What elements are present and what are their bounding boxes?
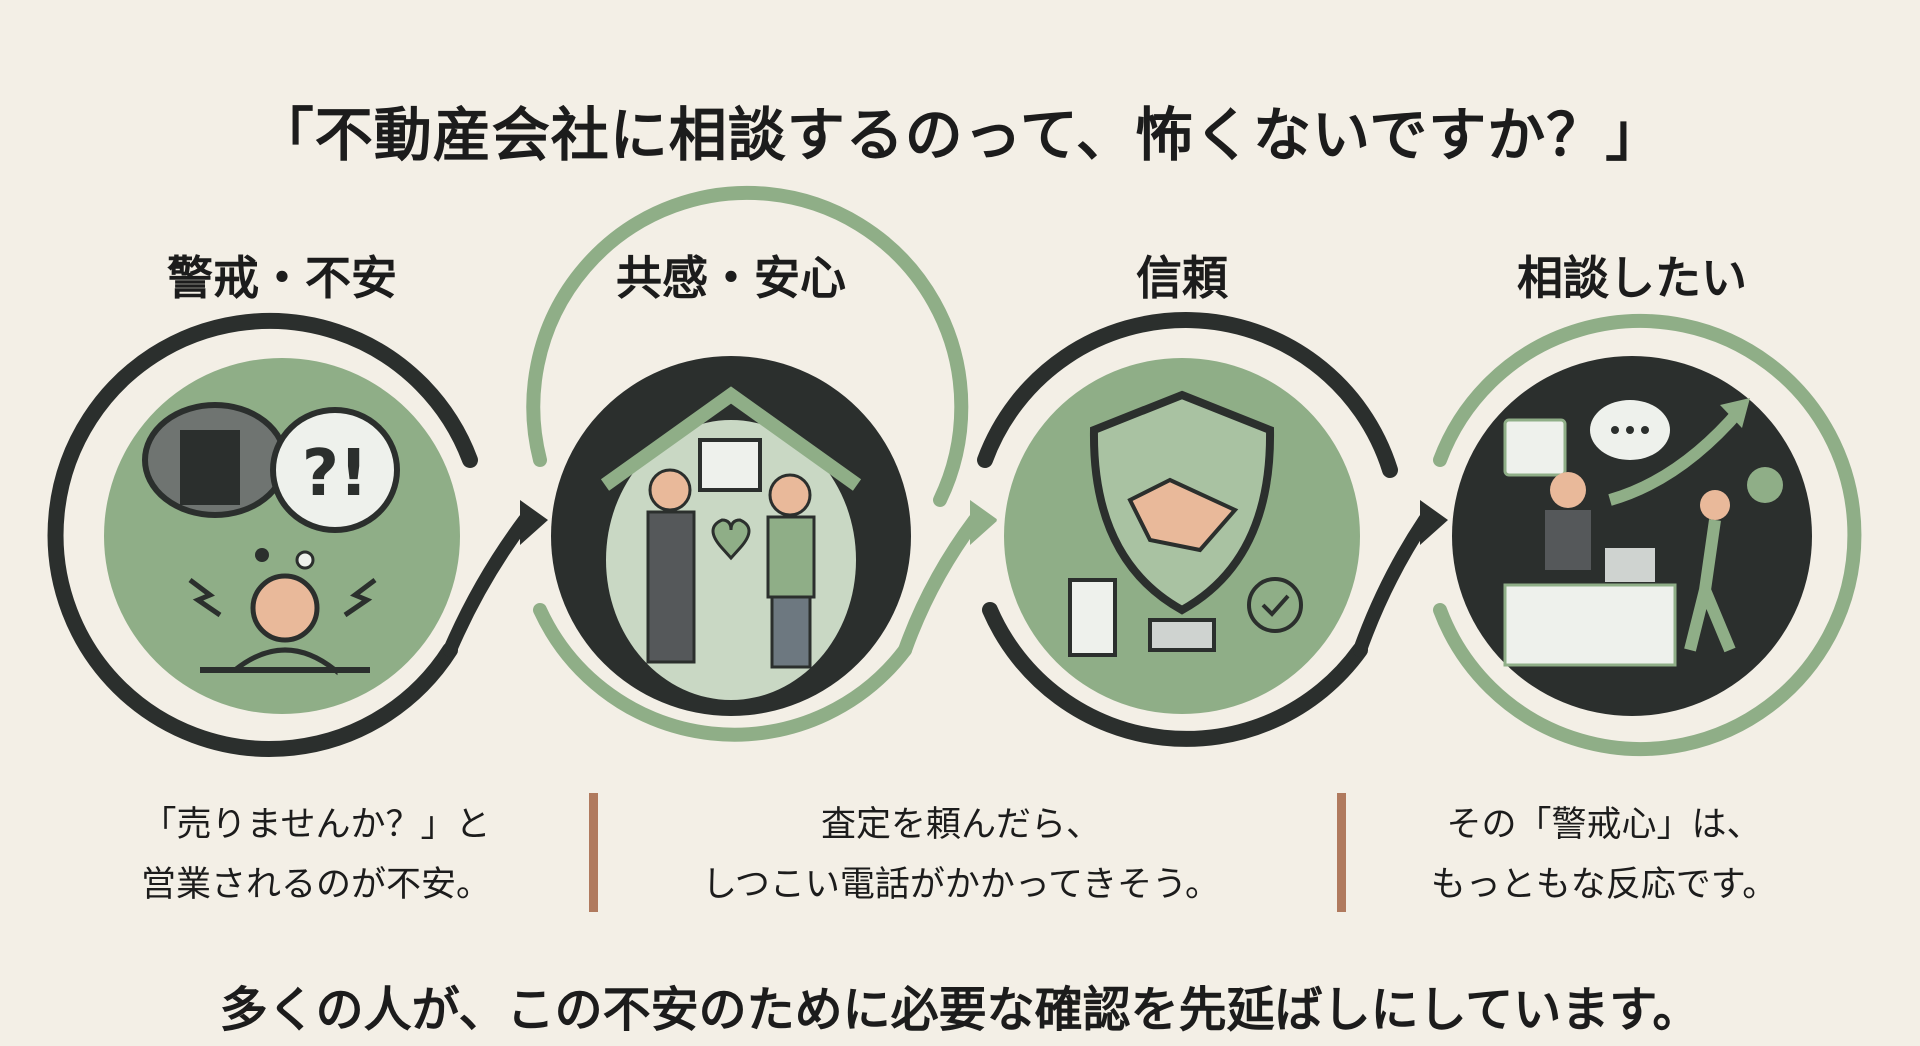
thought-text: ?! — [302, 437, 368, 511]
caption-caution-natural: その「警戒心」は、 もっともな反応です。 — [1324, 795, 1884, 915]
stage-heading-caution: 警戒・不安 — [167, 251, 397, 305]
ring-4 — [1433, 314, 1862, 756]
stage-heading-trust: 信頼 — [1136, 251, 1228, 305]
arrow-2-icon — [970, 500, 998, 545]
caption-phone-calls: 査定を頼んだら、 しつこい電話がかかってきそう。 — [681, 795, 1241, 915]
ring-2 — [526, 185, 969, 507]
divider — [1337, 793, 1346, 912]
divider — [589, 793, 598, 912]
handshake-house-icon — [551, 356, 911, 716]
stage-heading-empathy: 共感・安心 — [616, 251, 846, 305]
connector-2 — [898, 513, 982, 657]
caption-sales-anxiety: 「売りませんか？」と 営業されるのが不安。 — [36, 795, 596, 915]
consultation-desk-icon — [1452, 356, 1812, 716]
caption-line: 査定を頼んだら、 — [820, 805, 1101, 845]
ring-2b — [533, 603, 912, 742]
arrow-3-icon — [1420, 500, 1448, 545]
caption-line: もっともな反応です。 — [1430, 865, 1778, 905]
caption-line: 「売りませんか？」と — [141, 805, 491, 845]
connector-3 — [1353, 513, 1432, 657]
caption-line: 営業されるのが不安。 — [140, 865, 491, 905]
bottom-message: 多くの人が、この不安のために必要な確認を先延ばしにしています。 — [219, 982, 1701, 1038]
shield-handshake-icon — [996, 350, 1368, 722]
connector-1 — [443, 513, 532, 657]
worried-person-icon: ?! — [96, 350, 468, 722]
ring-3b — [982, 602, 1368, 747]
page-title: 「不動産会社に相談するのって、怖くないですか？」 — [255, 101, 1665, 169]
stage-heading-consult: 相談したい — [1517, 251, 1747, 305]
arrow-1-icon — [520, 500, 548, 545]
ring-3 — [977, 312, 1398, 478]
caption-line: その「警戒心」は、 — [1446, 805, 1762, 845]
ring-1 — [47, 313, 478, 757]
caption-line: しつこい電話がかかってきそう。 — [701, 865, 1220, 905]
